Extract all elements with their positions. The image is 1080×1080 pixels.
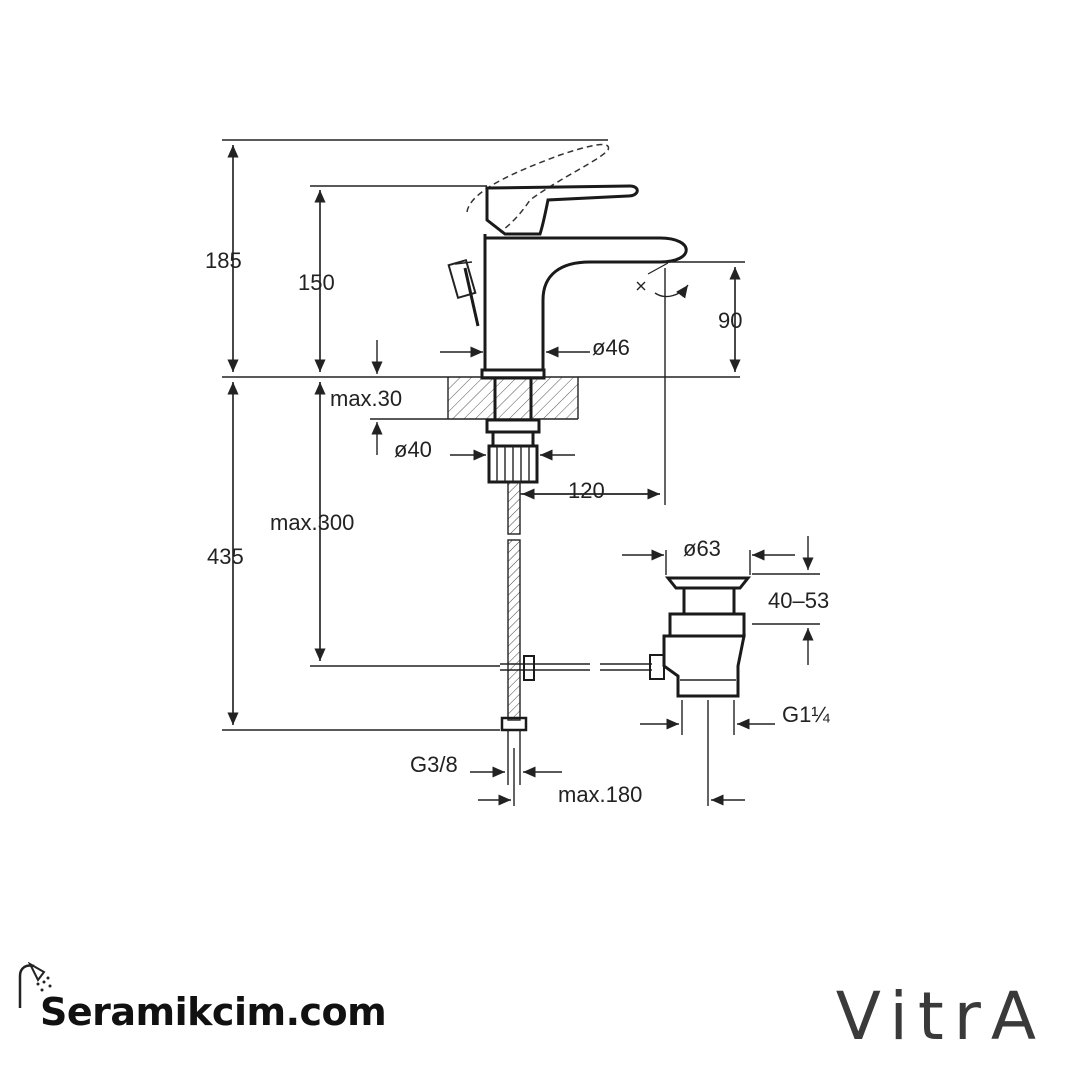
countertop [447,377,579,420]
dim-shank-diameter: ø40 [394,437,432,462]
dim-projection: 120 [568,478,605,503]
dim-hose-length: max.300 [270,510,354,535]
dim-waste-diameter: ø63 [683,536,721,561]
popup-rod [500,654,665,681]
dim-outlet-height: 90 [718,308,742,333]
dim-max-thickness: max.30 [330,386,402,411]
dimension-lines [222,139,820,806]
manufacturer-logo: VitrA [835,978,1046,1055]
waste-assembly [662,576,752,698]
dim-waste-thread: G1¼ [782,702,830,727]
dim-below-deck: 435 [207,544,244,569]
dim-body-diameter: ø46 [592,335,630,360]
faucet-body [447,143,689,380]
dim-rod-max: max.180 [558,782,642,807]
dim-spout-height: 150 [298,270,335,295]
dim-total-height: 185 [205,248,242,273]
supply-hose [500,481,528,748]
dim-inlet-thread: G3/8 [410,752,458,777]
website-logo: Seramikcim.com [40,990,387,1034]
dim-waste-adjust: 40–53 [768,588,829,613]
shower-head-icon [18,962,52,1008]
